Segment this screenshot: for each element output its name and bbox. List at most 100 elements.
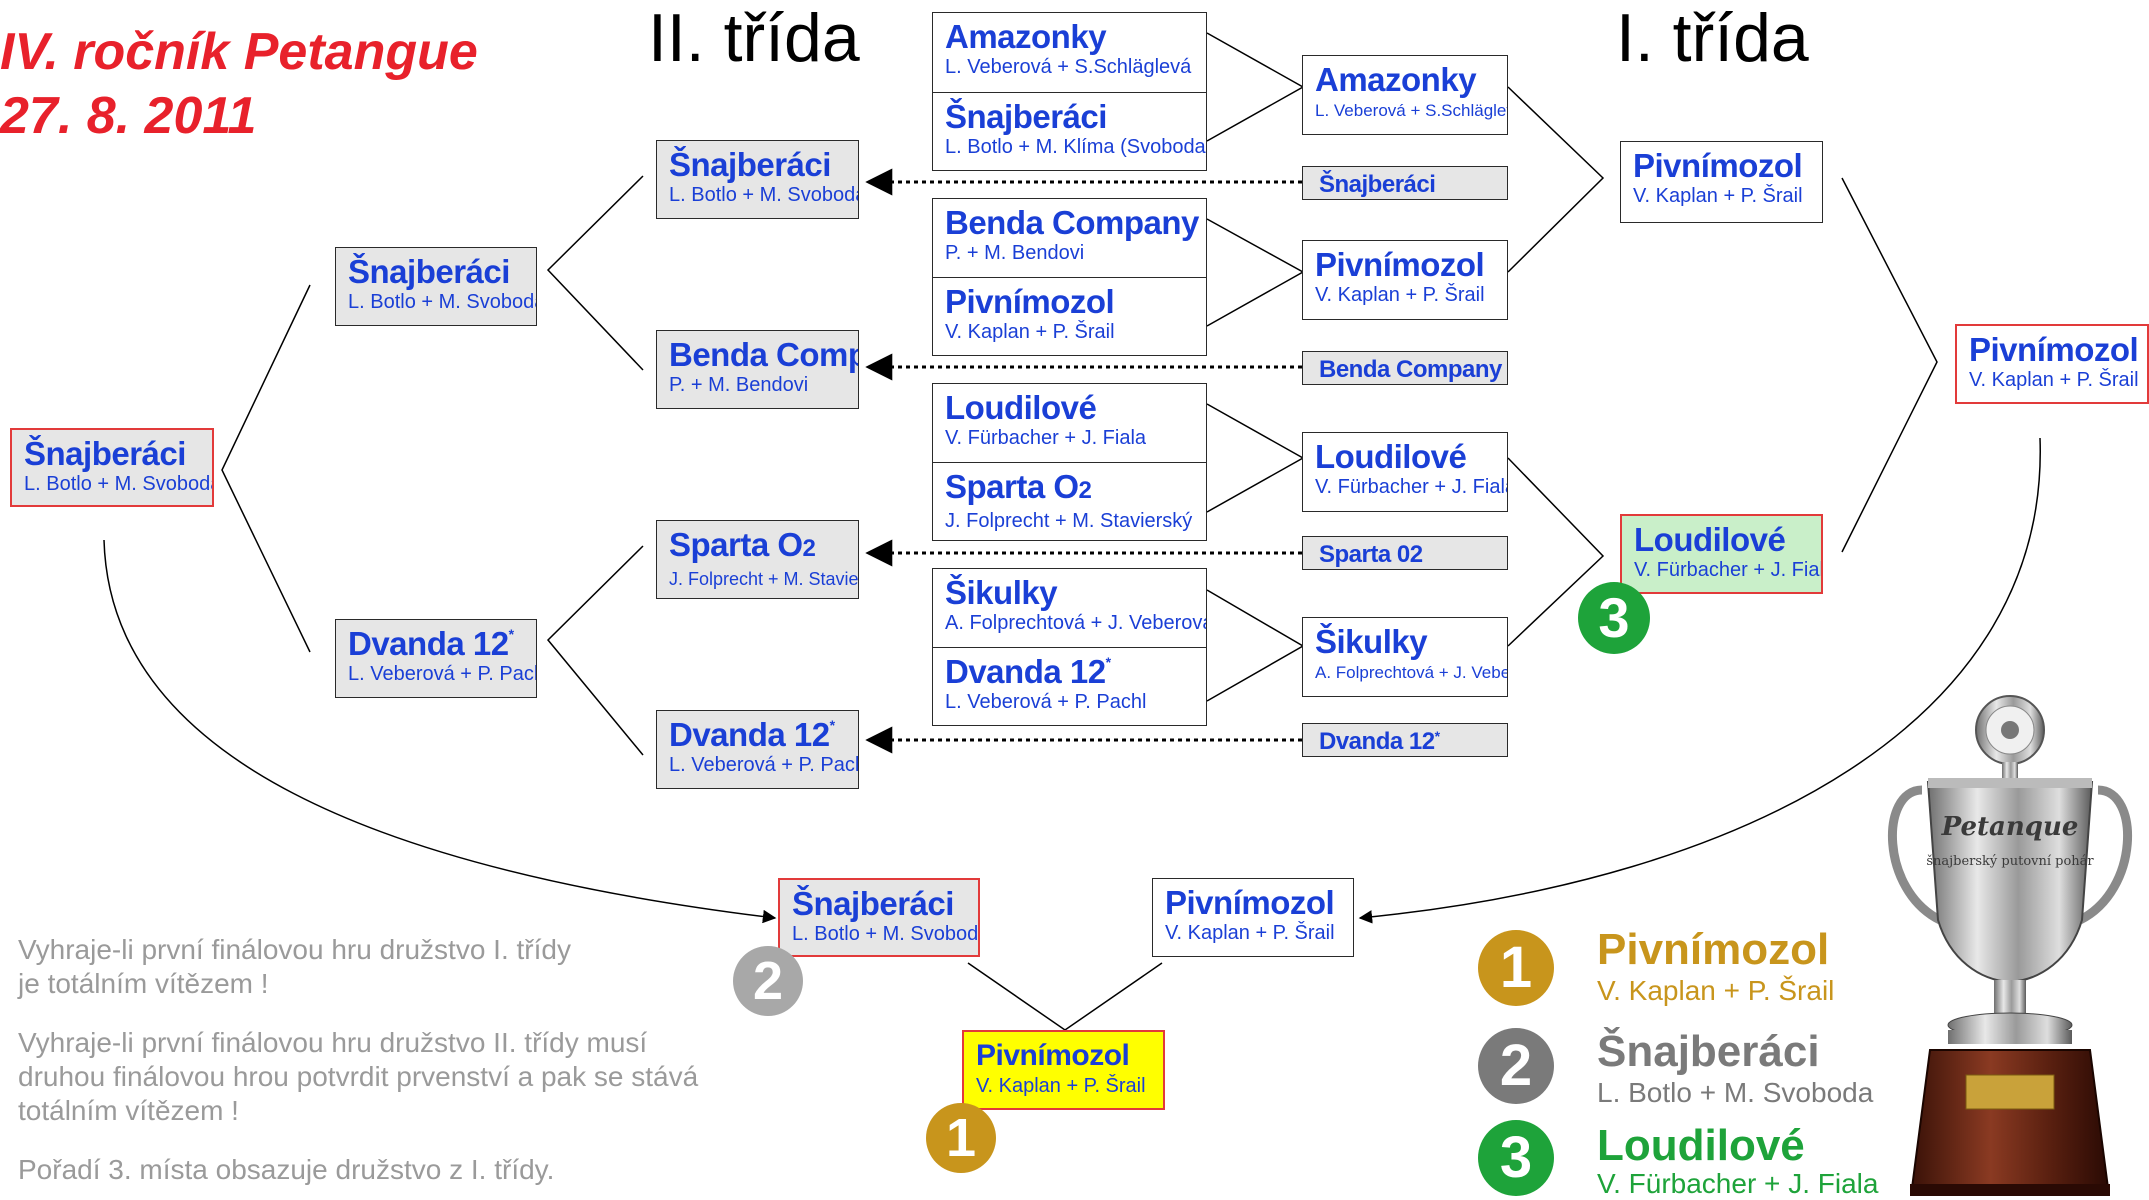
team-players: V. Kaplan + P. Šrail — [1633, 185, 1803, 207]
team-players: V. Kaplan + P. Šrail — [1315, 284, 1485, 306]
team-players: L. Veberová + S.Schläglevá — [945, 56, 1192, 78]
team-players: V. Kaplan + P. Šrail — [1165, 922, 1335, 944]
title-line-2: 27. 8. 2011 — [0, 87, 257, 145]
team-players: P. + M. Bendovi — [669, 374, 809, 396]
team-name-text: Dvanda 12 — [348, 625, 509, 662]
class2-r1-sparta: Sparta O2 J. Folprecht + M. Stavierský — [656, 520, 859, 599]
team-name: Dvanda 12* — [945, 653, 1196, 690]
team-name: Pivnímozol — [1969, 331, 2139, 368]
team-box-sparta: Sparta O2 J. Folprecht + M. Stavierský — [932, 462, 1207, 541]
class2-r1-snajberaci: Šnajberáci L. Botlo + M. Svoboda — [656, 140, 859, 219]
team-players: V. Kaplan + P. Šrail — [945, 321, 1115, 343]
team-box-benda-company: Benda Company P. + M. Bendovi — [932, 198, 1207, 278]
team-name: Loudilové — [1315, 438, 1467, 475]
team-players: L. Botlo + M. Svoboda — [24, 473, 214, 495]
team-name: Benda Company — [1319, 356, 1502, 383]
team-name: Loudilové — [1634, 521, 1786, 558]
loser-snajberaci: Šnajberáci — [1302, 166, 1508, 200]
heading-class-2: II. třída — [648, 0, 860, 76]
team-name: Benda Company — [945, 204, 1199, 241]
team-players: L. Botlo + M. Svoboda — [348, 291, 537, 313]
team-name: Šnajberáci — [348, 253, 510, 290]
team-name: Pivnímozol — [976, 1039, 1130, 1072]
team-name: Šnajberáci — [24, 435, 186, 472]
team-players: A. Folprechtová + J. Veberová — [945, 612, 1207, 634]
class1-qf-sikulky: Šikulky A. Folprechtová + J. Veberová — [1302, 617, 1508, 697]
team-players: L. Botlo + M. Klíma (Svoboda) — [945, 136, 1207, 158]
team-box-loudilove: Loudilové V. Fürbacher + J. Fiala — [932, 383, 1207, 463]
class2-r1-dvanda: Dvanda 12* L. Veberová + P. Pachl — [656, 710, 859, 789]
team-box-snajberaci: Šnajberáci L. Botlo + M. Klíma (Svoboda) — [932, 92, 1207, 171]
team-name-subscript: 2 — [802, 535, 816, 562]
result-place-1-name: Pivnímozol — [1597, 925, 1830, 974]
team-players: J. Folprecht + M. Stavierský — [669, 569, 859, 589]
team-name-star: * — [1434, 728, 1440, 744]
team-name: Šikulky — [945, 574, 1058, 611]
silver-medal-badge: 2 — [733, 946, 803, 1016]
team-name: Šnajberáci — [669, 146, 831, 183]
team-name: Pivnímozol — [1315, 246, 1485, 283]
team-name-text: Dvanda 12 — [1319, 728, 1435, 755]
tournament-date: 27. 8. 2011 — [0, 86, 256, 146]
team-name: Šnajberáci — [1319, 171, 1436, 198]
team-players: L. Botlo + M. Svoboda — [669, 184, 859, 206]
team-players: V. Kaplan + P. Šrail — [976, 1075, 1146, 1097]
team-name-text: Sparta O — [669, 526, 803, 563]
team-players: A. Folprechtová + J. Veberová — [1315, 663, 1508, 682]
class1-qf-amazonky: Amazonky L. Veberová + S.Schläglevá — [1302, 55, 1508, 135]
result-place-2-name: Šnajberáci — [1597, 1027, 1820, 1076]
team-name: Benda Company — [669, 336, 858, 373]
note-class2-win: Vyhraje-li první finálovou hru družstvo … — [18, 1027, 699, 1126]
team-name: Amazonky — [945, 18, 1107, 55]
team-name: Amazonky — [1315, 61, 1477, 98]
class1-sf-loudilove: Loudilové V. Fürbacher + J. Fiala — [1620, 514, 1823, 594]
bronze-medal-badge: 3 — [1578, 582, 1650, 654]
team-name: Šnajberáci — [945, 98, 1107, 135]
class1-winner: Pivnímozol V. Kaplan + P. Šrail — [1955, 324, 2149, 404]
final-left-team: Šnajberáci L. Botlo + M. Svoboda — [778, 878, 980, 957]
team-name: Pivnímozol — [1165, 884, 1335, 921]
team-players: L. Veberová + P. Pachl — [348, 663, 537, 685]
team-name: Dvanda 12* — [669, 716, 848, 753]
note-class1-win: Vyhraje-li první finálovou hru družstvo … — [18, 934, 571, 999]
gold-medal-badge: 1 — [926, 1103, 996, 1173]
class2-sf-snajberaci: Šnajberáci L. Botlo + M. Svoboda — [335, 247, 537, 326]
team-box-pivnimozol: Pivnímozol V. Kaplan + P. Šrail — [932, 277, 1207, 356]
class1-sf-pivnimozol: Pivnímozol V. Kaplan + P. Šrail — [1620, 141, 1823, 223]
note-third-place: Pořadí 3. místa obsazuje družstvo z I. t… — [18, 1154, 555, 1185]
title-line-1: IV. ročník Petangue — [0, 23, 478, 81]
team-name: Loudilové — [945, 389, 1097, 426]
result-place-3-medal-icon: 3 — [1478, 1120, 1554, 1196]
team-box-amazonky: Amazonky L. Veberová + S.Schläglevá — [932, 12, 1207, 93]
team-name-text: Dvanda 12 — [945, 653, 1106, 690]
class1-qf-loudilove: Loudilové V. Fürbacher + J. Fiala — [1302, 432, 1508, 512]
final-right-team: Pivnímozol V. Kaplan + P. Šrail — [1152, 878, 1354, 957]
team-players: V. Fürbacher + J. Fiala — [1315, 476, 1508, 498]
team-players: P. + M. Bendovi — [945, 242, 1085, 264]
loser-dvanda: Dvanda 12* — [1302, 723, 1508, 757]
tournament-title: IV. ročník Petangue — [0, 22, 478, 82]
team-players: V. Kaplan + P. Šrail — [1969, 369, 2139, 391]
team-name-star: * — [1105, 654, 1111, 670]
class1-qf-pivnimozol: Pivnímozol V. Kaplan + P. Šrail — [1302, 240, 1508, 320]
team-name: Pivnímozol — [945, 283, 1115, 320]
team-name: Sparta O2 — [945, 468, 1196, 509]
team-box-sikulky: Šikulky A. Folprechtová + J. Veberová — [932, 568, 1207, 648]
team-players: J. Folprecht + M. Stavierský — [945, 510, 1193, 532]
team-name: Šikulky — [1315, 623, 1428, 660]
team-name-star: * — [508, 626, 514, 642]
team-name: Pivnímozol — [1633, 147, 1803, 184]
team-name: Šnajberáci — [792, 885, 954, 922]
result-place-2-players: L. Botlo + M. Svoboda — [1597, 1077, 1874, 1108]
team-name-subscript: 2 — [1078, 477, 1092, 504]
final-champion: Pivnímozol V. Kaplan + P. Šrail — [962, 1030, 1165, 1110]
team-name-text: Sparta O — [945, 468, 1079, 505]
team-box-dvanda: Dvanda 12* L. Veberová + P. Pachl — [932, 647, 1207, 726]
loser-benda-company: Benda Company — [1302, 351, 1508, 385]
team-name: Sparta O2 — [669, 526, 848, 567]
trophy-engraving-sub: šnajberský putovní pohár — [1926, 854, 2094, 869]
trophy-icon: Petanque šnajberský putovní pohár — [1887, 695, 2133, 1196]
team-name-text: Dvanda 12 — [669, 716, 830, 753]
class2-sf-dvanda: Dvanda 12* L. Veberová + P. Pachl — [335, 619, 537, 698]
